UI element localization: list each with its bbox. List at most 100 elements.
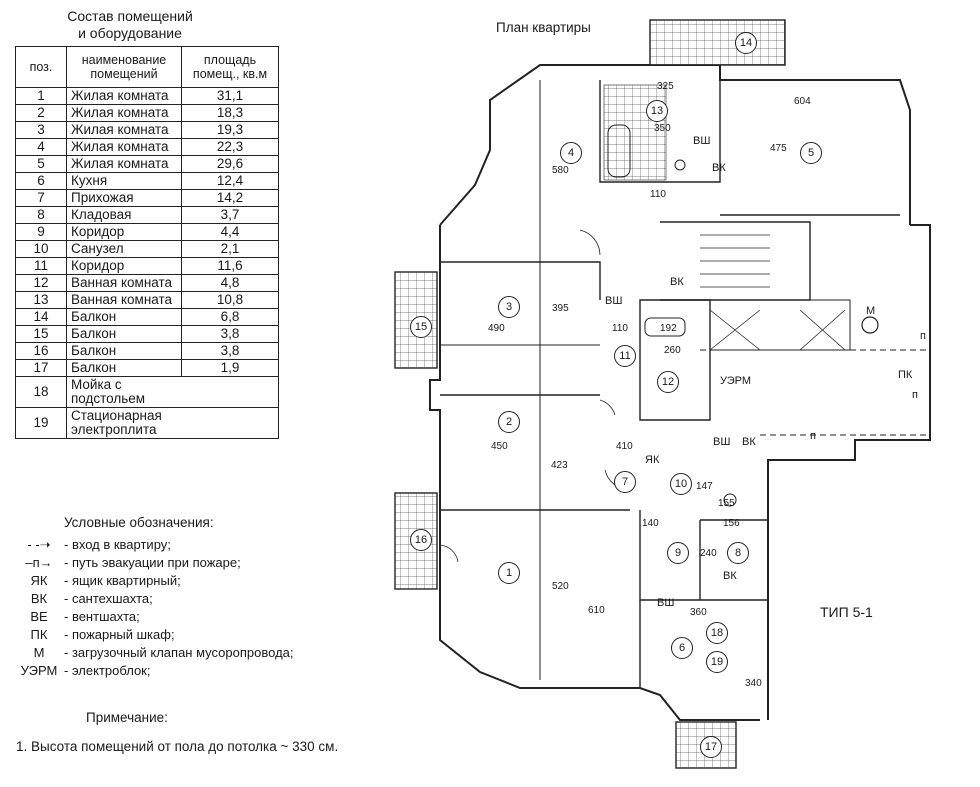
row-num: 8 [15, 206, 67, 224]
row-num: 13 [15, 291, 67, 309]
plan-tag: ВШ [605, 295, 623, 307]
dimension-label: 475 [770, 143, 787, 154]
row-name: Коридор [66, 223, 182, 241]
row-name: Жилая комната [66, 87, 182, 105]
row-name: Балкон [66, 325, 182, 343]
dimension-label: 450 [491, 441, 508, 452]
row-name: Балкон [66, 308, 182, 326]
dimension-label: 604 [794, 96, 811, 107]
dimension-label: 350 [654, 123, 671, 134]
row-name: Санузел [66, 240, 182, 258]
legend-key: ВЕ [30, 609, 48, 624]
row-name: Ванная комната [66, 274, 182, 292]
dimension-label: 520 [552, 581, 569, 592]
col-header-num: поз. [15, 46, 67, 88]
row-num: 19 [15, 407, 67, 439]
row-num: 15 [15, 325, 67, 343]
dimension-label: 260 [664, 345, 681, 356]
dimension-label: 240 [700, 548, 717, 559]
row-num: 4 [15, 138, 67, 156]
room-number-marker: 15 [410, 316, 432, 338]
outer-wall-left [429, 225, 760, 721]
plan-tag: УЭРМ [720, 375, 752, 387]
row18-line2: подстольем [71, 391, 146, 406]
row-num: 1 [15, 87, 67, 105]
legend-item: - -➝ - вход в квартиру; [14, 536, 294, 554]
plan-tag: ВК [723, 570, 737, 582]
plan-tag: ВК [712, 162, 726, 174]
legend-text: - пожарный шкаф; [64, 627, 175, 642]
row-name: Кухня [66, 172, 182, 190]
plan-tag: М [866, 305, 876, 317]
row-name: Жилая комната [66, 155, 182, 173]
col-area-line2: помещ., кв.м [192, 67, 268, 81]
row-area: 14,2 [181, 189, 279, 207]
col-name-line2: помещений [90, 67, 158, 81]
row-area: 22,3 [181, 138, 279, 156]
plan-tag: ПК [898, 369, 913, 381]
dimension-label: 360 [690, 607, 707, 618]
row-name: Стационарная электроплита [66, 407, 279, 439]
row-name: Коридор [66, 257, 182, 275]
legend-text: - вход в квартиру; [64, 537, 171, 552]
row-area: 31,1 [181, 87, 279, 105]
row-area: 10,8 [181, 291, 279, 309]
plan-tag: ВШ [713, 436, 731, 448]
room-number-marker: 8 [727, 542, 749, 564]
plan-tag: ВШ [693, 135, 711, 147]
plan-tag: ВК [742, 436, 756, 448]
row-name: Жилая комната [66, 138, 182, 156]
outer-wall-right [767, 224, 931, 720]
legend-key: - -➝ [27, 537, 51, 552]
legend-item: УЭРМ- электроблок; [14, 662, 294, 680]
table-title-line1: Состав помещений [67, 8, 193, 24]
dimension-label: 325 [657, 81, 674, 92]
dimension-label: 340 [745, 678, 762, 689]
dimension-label: 410 [616, 441, 633, 452]
plan-tag: п [912, 389, 918, 401]
row-num: 11 [15, 257, 67, 275]
legend-text: - электроблок; [64, 663, 151, 678]
row18-line1: Мойка с [71, 377, 122, 392]
row-name: Кладовая [66, 206, 182, 224]
legend-item: ЯК- ящик квартирный; [14, 572, 294, 590]
row-name: Мойка с подстольем [66, 376, 279, 408]
room-number-marker: 6 [671, 637, 693, 659]
row-num: 2 [15, 104, 67, 122]
room-number-marker: 3 [498, 296, 520, 318]
row-num: 14 [15, 308, 67, 326]
legend-key: ПК [30, 627, 48, 642]
row-area: 19,3 [181, 121, 279, 139]
row-name: Прихожая [66, 189, 182, 207]
legend-item: М- загрузочный клапан мусоропровода; [14, 644, 294, 662]
table-header-row: поз. наименование помещений площадь поме… [15, 46, 279, 88]
dimension-label: 423 [551, 460, 568, 471]
plan-tag: ВШ [657, 597, 675, 609]
room-number-marker: 16 [410, 529, 432, 551]
room-number-marker: 17 [700, 736, 722, 758]
plan-tag: п [920, 330, 926, 342]
room-number-marker: 14 [735, 32, 757, 54]
legend-key: ВК [30, 591, 48, 606]
dimension-label: 140 [642, 518, 659, 529]
room-number-marker: 18 [706, 622, 728, 644]
legend-item: ПК - пожарный шкаф; [14, 626, 294, 644]
row-num: 18 [15, 376, 67, 408]
row-name: Жилая комната [66, 104, 182, 122]
row-area: 3,8 [181, 325, 279, 343]
col-header-name: наименование помещений [66, 46, 182, 88]
legend-key: ЯК [30, 573, 48, 588]
